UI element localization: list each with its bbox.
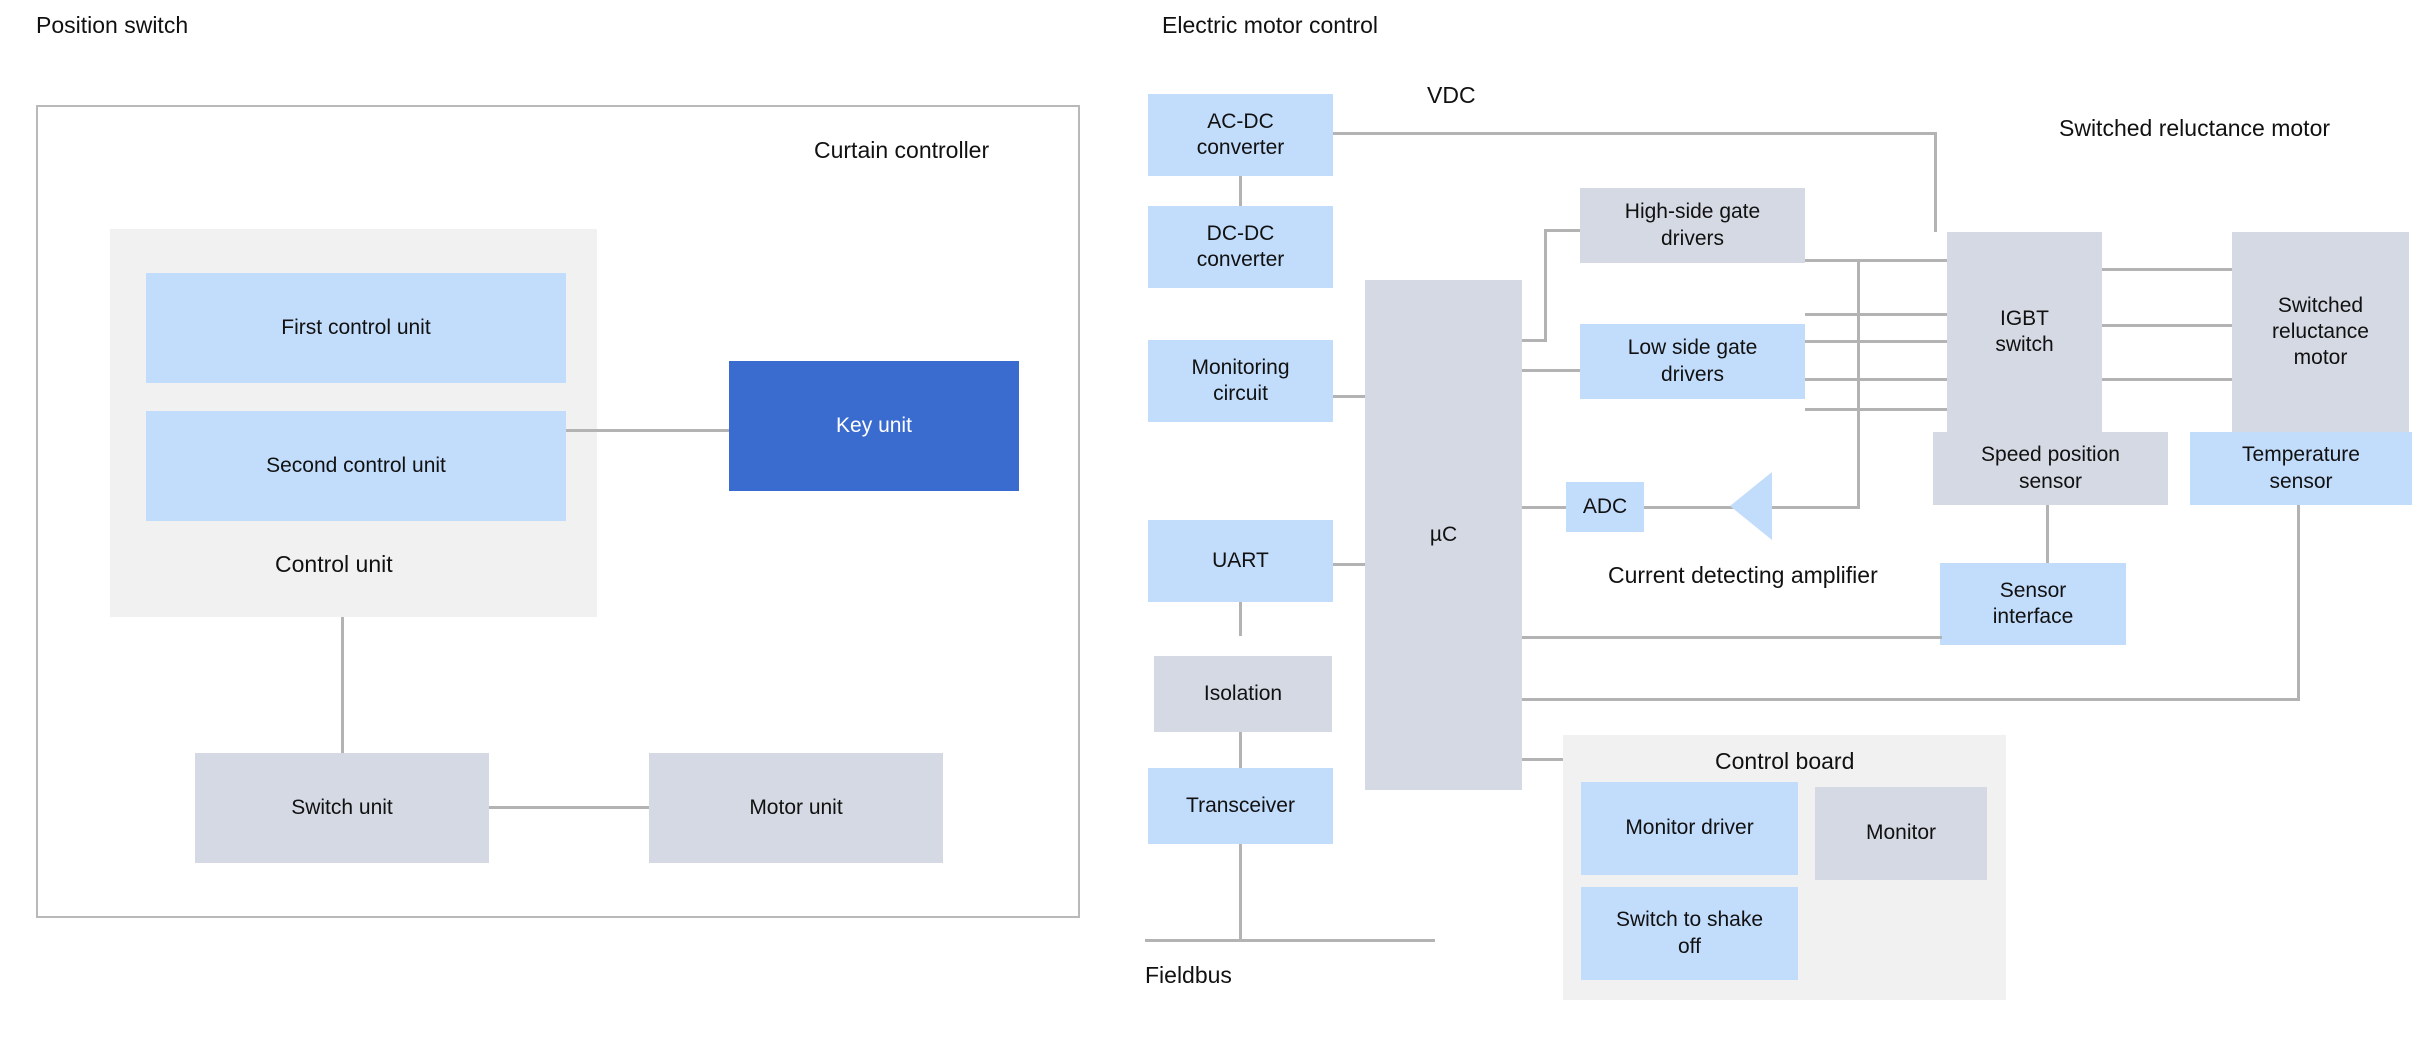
block-ac-dc-converter[interactable]: AC-DC converter	[1148, 94, 1333, 176]
connector-highside-to-igbt-1	[1805, 259, 1947, 262]
block-mcu[interactable]: µC	[1365, 280, 1522, 790]
connector-mcu-to-sensor-interface	[1522, 636, 1942, 639]
connector-highside-to-igbt-2	[1805, 313, 1947, 316]
label-switched-reluctance-motor-group: Switched reluctance motor	[2059, 115, 2331, 141]
block-monitor-driver[interactable]: Monitor driver	[1581, 782, 1798, 875]
connector-igbt-to-motor-2	[2102, 324, 2232, 327]
block-low-side-gate-drivers[interactable]: Low side gate drivers	[1580, 324, 1805, 399]
curtain-controller-frame	[36, 105, 1080, 918]
block-uart[interactable]: UART	[1148, 520, 1333, 602]
block-high-side-gate-drivers[interactable]: High-side gate drivers	[1580, 188, 1805, 263]
connector-fieldbus-line	[1145, 939, 1435, 942]
block-monitor[interactable]: Monitor	[1815, 787, 1987, 880]
connector-mcu-to-highside-h2	[1544, 229, 1580, 232]
block-dc-dc-converter[interactable]: DC-DC converter	[1148, 206, 1333, 288]
connector-control-to-key	[566, 429, 729, 432]
connector-monitoring-to-mcu	[1333, 395, 1365, 398]
connector-igbt-to-motor-1	[2102, 268, 2232, 271]
connector-isolation-to-transceiver	[1239, 732, 1242, 768]
control-unit-label: Control unit	[275, 551, 393, 577]
section-title-electric-motor-control: Electric motor control	[1162, 12, 1379, 38]
block-speed-position-sensor[interactable]: Speed position sensor	[1933, 432, 2168, 505]
block-transceiver[interactable]: Transceiver	[1148, 768, 1333, 844]
block-second-control-unit[interactable]: Second control unit	[146, 411, 566, 521]
connector-mcu-to-temperature-v	[2297, 505, 2300, 701]
connector-lowside-to-igbt-1	[1805, 340, 1947, 343]
label-control-board: Control board	[1715, 748, 1855, 774]
curtain-controller-label: Curtain controller	[814, 137, 990, 163]
connector-uart-to-isolation	[1239, 602, 1242, 636]
block-first-control-unit[interactable]: First control unit	[146, 273, 566, 383]
connector-uart-to-mcu	[1333, 563, 1365, 566]
connector-mcu-to-temperature-h	[1522, 698, 2299, 701]
block-igbt-switch[interactable]: IGBT switch	[1947, 232, 2102, 432]
block-switched-reluctance-motor[interactable]: Switched reluctance motor	[2232, 232, 2409, 432]
connector-mcu-to-lowside	[1522, 369, 1580, 372]
block-isolation[interactable]: Isolation	[1154, 656, 1332, 732]
connector-current-sense-h	[1722, 506, 1860, 509]
section-title-position-switch: Position switch	[36, 12, 189, 38]
connector-lowside-to-igbt-3	[1805, 408, 1947, 411]
connector-controlunit-to-switchunit	[341, 617, 344, 753]
connector-acdc-to-dcdc	[1239, 176, 1242, 206]
connector-vdc-bus	[1333, 132, 1937, 135]
connector-transceiver-to-fieldbus	[1239, 844, 1242, 940]
connector-lowside-to-igbt-2	[1805, 378, 1947, 381]
label-current-detecting-amplifier: Current detecting amplifier	[1608, 562, 1878, 588]
block-key-unit[interactable]: Key unit	[729, 361, 1019, 491]
label-fieldbus: Fieldbus	[1145, 962, 1232, 988]
connector-vdc-drop	[1934, 132, 1937, 232]
block-monitoring-circuit[interactable]: Monitoring circuit	[1148, 340, 1333, 422]
connector-mcu-to-highside-h1	[1522, 339, 1547, 342]
connector-speedsensor-to-interface	[2046, 505, 2049, 563]
connector-mcu-to-control-board	[1522, 758, 1568, 761]
block-adc[interactable]: ADC	[1566, 482, 1644, 532]
block-sensor-interface[interactable]: Sensor interface	[1940, 563, 2126, 645]
label-vdc: VDC	[1427, 82, 1476, 108]
block-motor-unit[interactable]: Motor unit	[649, 753, 943, 863]
block-temperature-sensor[interactable]: Temperature sensor	[2190, 432, 2412, 505]
connector-igbt-to-motor-3	[2102, 378, 2232, 381]
block-switch-to-shake-off[interactable]: Switch to shake off	[1581, 887, 1798, 980]
connector-switch-to-motor	[489, 806, 649, 809]
connector-mcu-to-adc	[1522, 506, 1566, 509]
connector-adc-to-amplifier	[1644, 506, 1730, 509]
connector-mcu-to-highside-v	[1544, 229, 1547, 342]
current-detecting-amplifier-icon	[1730, 472, 1772, 540]
block-switch-unit[interactable]: Switch unit	[195, 753, 489, 863]
connector-current-sense-v	[1857, 259, 1860, 508]
